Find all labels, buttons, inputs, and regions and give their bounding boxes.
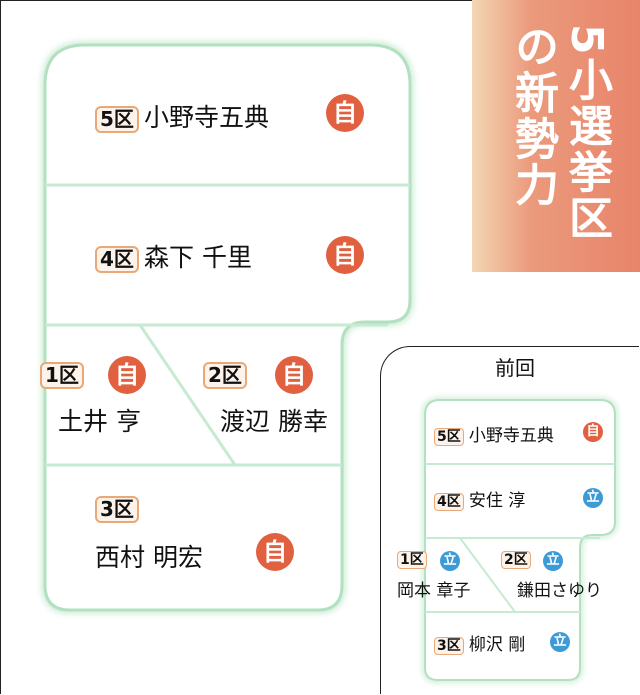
party-ldp-icon: 自 — [275, 356, 313, 394]
party-ldp-icon: 自 — [583, 422, 603, 442]
previous-map — [422, 397, 618, 683]
candidate-name-3: 西村 明宏 — [95, 543, 203, 572]
district-badge: 5区 — [95, 106, 139, 133]
party-cdp-icon: 立 — [440, 551, 460, 571]
district-badge-2: 2区 — [203, 362, 247, 389]
candidate-name: 安住 淳 — [468, 491, 526, 511]
title-line1: 5小選挙区 — [561, 24, 612, 241]
candidate-name-1: 土井 亨 — [58, 407, 141, 436]
party-cdp-icon: 立 — [550, 632, 570, 652]
title-line2: の新勢力 — [507, 24, 558, 208]
candidate-name-2: 鎌田さゆり — [517, 581, 602, 601]
party-ldp-icon: 自 — [326, 236, 364, 274]
party-ldp-icon: 自 — [326, 94, 364, 132]
candidate-name-1: 岡本 章子 — [397, 581, 471, 601]
district-5-current: 5区 小野寺五典 — [95, 98, 269, 134]
district-badge: 3区 — [434, 637, 464, 656]
district-badge: 4区 — [434, 493, 464, 512]
party-cdp-icon: 立 — [583, 488, 603, 508]
district-badge-3: 3区 — [95, 496, 139, 523]
party-ldp-icon: 自 — [108, 356, 146, 394]
candidate-name: 柳沢 剛 — [468, 635, 526, 655]
candidate-name: 小野寺五典 — [468, 426, 554, 446]
title-banner: 5小選挙区 の新勢力 — [472, 0, 640, 272]
previous-label: 前回 — [495, 356, 535, 380]
previous-inset — [380, 346, 639, 694]
district-badge: 4区 — [95, 246, 139, 273]
district-badge-2: 2区 — [501, 551, 531, 570]
candidate-name-2: 渡辺 勝幸 — [220, 407, 328, 436]
current-map — [41, 41, 414, 614]
party-ldp-icon: 自 — [256, 533, 294, 571]
district-3-previous: 3区 柳沢 剛 — [434, 630, 526, 656]
district-badge-1: 1区 — [397, 551, 427, 570]
district-badge-1: 1区 — [40, 362, 84, 389]
candidate-name: 森下 千里 — [144, 243, 252, 272]
district-5-previous: 5区 小野寺五典 — [434, 421, 554, 447]
district-4-current: 4区 森下 千里 — [95, 238, 252, 274]
district-4-previous: 4区 安住 淳 — [434, 486, 526, 512]
district-badge: 5区 — [434, 428, 464, 447]
party-cdp-icon: 立 — [543, 551, 563, 571]
candidate-name: 小野寺五典 — [144, 103, 270, 132]
